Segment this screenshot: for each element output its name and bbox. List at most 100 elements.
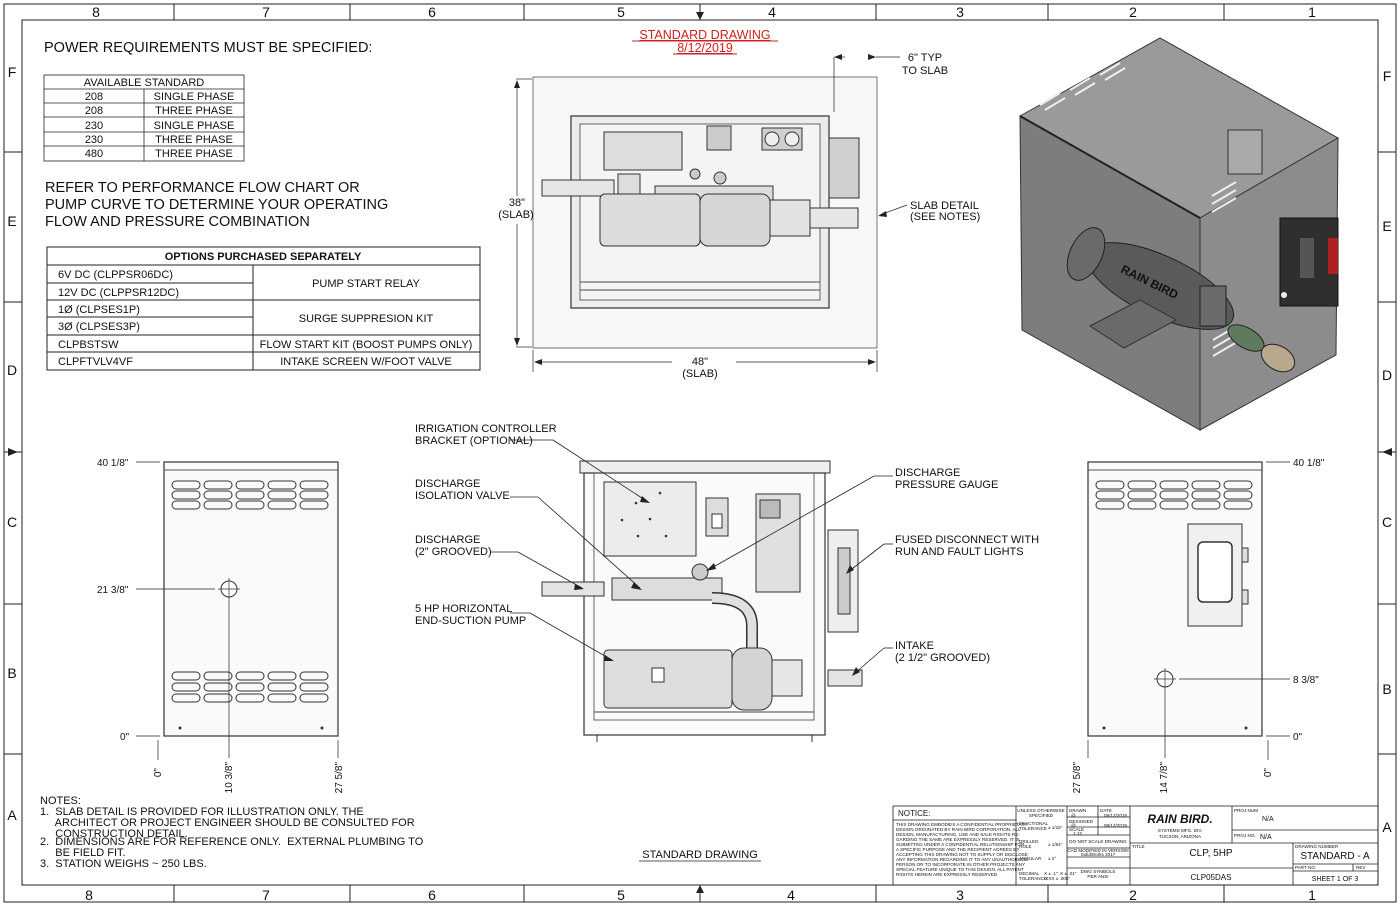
- drawn-date: 08/12/2019: [1104, 813, 1127, 818]
- refer-text: REFER TO PERFORMANCE FLOW CHART OR PUMP …: [45, 180, 388, 230]
- proj-num-value: N/A: [1262, 816, 1274, 823]
- stamp-date: 8/12/2019: [677, 41, 733, 55]
- power-phase: THREE PHASE: [155, 105, 233, 117]
- option-code: CLPBSTSW: [58, 339, 119, 351]
- designed-by: @: [1071, 823, 1076, 828]
- note-line: BE FIELD FIT.: [40, 847, 126, 859]
- power-voltage: 230: [85, 134, 103, 146]
- zone-col: 2: [1129, 4, 1137, 20]
- tol-fractional: FRACTIONAL: [1019, 821, 1049, 826]
- zone-col: 1: [1308, 887, 1316, 903]
- callout-irrigation: BRACKET (OPTIONAL): [415, 435, 533, 447]
- callout-discharge-grooved: DISCHARGE: [415, 534, 480, 546]
- drawing-title: CLP, 5HP: [1189, 848, 1233, 859]
- drawing-number: STANDARD - A: [1300, 851, 1370, 862]
- tol-drilled: HOLE: [1019, 844, 1032, 849]
- tol-decimal: DECIMAL: [1019, 871, 1040, 876]
- callout-pump: END-SUCTION PUMP: [415, 615, 526, 627]
- rain-bird-logo: RAIN BIRD.: [1147, 812, 1212, 826]
- zone-col: 2: [1129, 887, 1137, 903]
- right-dim-d2: 14 7/8": [1159, 762, 1170, 794]
- zone-col: 6: [428, 4, 436, 20]
- options-title: OPTIONS PURCHASED SEPARATELY: [165, 251, 362, 263]
- top-view: [532, 76, 878, 349]
- tol-angular: ANGULAR: [1019, 856, 1042, 861]
- callout-fused-disconnect: FUSED DISCONNECT WITH: [895, 534, 1039, 546]
- right-dim-zero-y: 0": [1293, 732, 1303, 743]
- notice-line: GARDING THE SAME ARE EXPRESSLY RESERVED.…: [896, 837, 1019, 842]
- zone-labels: 8 7 6 5 4 3 2 1 8 7 6 5 4 3 2 1 F E D C …: [7, 4, 1392, 903]
- rev-label: REV: [1356, 865, 1366, 870]
- standard-drawing-footer: STANDARD DRAWING: [642, 849, 758, 861]
- dwg-symbols: PER ANSI: [1087, 874, 1108, 879]
- zone-row: F: [1383, 68, 1392, 84]
- zone-row: C: [1382, 514, 1392, 530]
- notes-title: NOTES:: [40, 795, 81, 807]
- option-desc: INTAKE SCREEN W/FOOT VALVE: [280, 356, 452, 368]
- right-elevation-dims: [1087, 461, 1290, 760]
- zone-row: A: [7, 807, 17, 823]
- notice-title: NOTICE:: [898, 809, 930, 818]
- left-elevation: [163, 461, 339, 737]
- tol-fractional-val: ± 1/16": [1048, 825, 1063, 830]
- zone-col: 5: [617, 4, 625, 20]
- callout-discharge-valve: ISOLATION VALVE: [415, 490, 510, 502]
- sheet-number: SHEET 1 OF 3: [1312, 876, 1359, 883]
- front-callout-arrowheads: [574, 496, 860, 676]
- zone-col: 4: [768, 4, 776, 20]
- power-phase: SINGLE PHASE: [154, 91, 235, 103]
- top-view-dims: [516, 56, 908, 372]
- zone-col: 4: [787, 887, 795, 903]
- dim-width-unit: (SLAB): [682, 368, 717, 380]
- option-desc: FLOW START KIT (BOOST PUMPS ONLY): [260, 339, 473, 351]
- power-phase: SINGLE PHASE: [154, 120, 235, 132]
- notice-line: RIGHTS HEREIN ARE EXPRESSLY RESERVED.: [896, 872, 998, 877]
- company-line: SYSTEMS MFG. DIV.: [1158, 828, 1203, 833]
- dim-typ: 6" TYP: [908, 52, 942, 64]
- option-code: 12V DC (CLPPSR12DC): [58, 287, 179, 299]
- zone-row: F: [8, 64, 17, 80]
- front-callout-labels: IRRIGATION CONTROLLER BRACKET (OPTIONAL)…: [415, 423, 1039, 664]
- zone-row: C: [7, 514, 17, 530]
- cad-version: CAD MODIFIED IN VERSION: [1067, 848, 1128, 853]
- left-dim-width: 40 1/8": [97, 458, 129, 469]
- power-voltage: 208: [85, 105, 103, 117]
- callout-pressure-gauge: PRESSURE GAUGE: [895, 479, 998, 491]
- tol-angular-val: ± 2°: [1048, 856, 1056, 861]
- callout-fused-disconnect: RUN AND FAULT LIGHTS: [895, 546, 1024, 558]
- options-table: OPTIONS PURCHASED SEPARATELY 6V DC (CLPP…: [46, 246, 481, 371]
- notice-line: SUBMITTED UNDER A CONFIDENTIAL RELATIONS…: [896, 842, 1025, 847]
- front-elevation: [541, 460, 863, 742]
- dim-width: 48": [692, 356, 708, 368]
- notice-line: THIS DRAWING EMBODIES A CONFIDENTIAL PRO…: [896, 822, 1028, 827]
- power-voltage: 230: [85, 120, 103, 132]
- unless-spec: SPECIFIED: [1029, 813, 1054, 818]
- proj-no-label: PROJ NO.: [1234, 833, 1256, 838]
- zone-row: A: [1382, 819, 1392, 835]
- zone-row: B: [1382, 681, 1391, 697]
- notice-line: A SPECIFIC PURPOSE AND THE RECIPIENT AGR…: [896, 847, 1019, 852]
- title-label: TITLE: [1132, 844, 1145, 849]
- left-dim-height: 21 3/8": [97, 585, 129, 596]
- right-dim-height: 8 3/8": [1293, 675, 1319, 686]
- notice-line: SPECIAL FEATURE UNIQUE TO THIS DESIGN. A…: [896, 867, 1024, 872]
- front-callout-leaders: [490, 439, 893, 675]
- callout-discharge-grooved: (2" GROOVED): [415, 546, 492, 558]
- zone-row: E: [7, 213, 16, 229]
- zone-col: 7: [262, 887, 270, 903]
- stamp-title: STANDARD DRAWING: [639, 28, 770, 42]
- tol-decimal: TOLERANCE: [1019, 876, 1047, 881]
- zone-row: D: [1382, 367, 1392, 383]
- left-dim-zero-x: 0": [153, 768, 164, 778]
- zone-col: 3: [956, 887, 964, 903]
- notice-line: ACCEPTING THIS DRAWING NOT TO SUPPLY OR …: [896, 852, 1028, 857]
- option-code: CLPFTVLV4VF: [58, 356, 133, 368]
- top-view-arrows: [514, 54, 887, 365]
- part-no-label: PART NO.: [1295, 865, 1316, 870]
- left-dim-zero-y: 0": [120, 732, 130, 743]
- zone-row: D: [7, 362, 17, 378]
- see-notes-label: (SEE NOTES): [910, 211, 980, 223]
- dim-height-unit: (SLAB): [498, 209, 533, 221]
- option-code: 6V DC (CLPPSR06DC): [58, 269, 173, 281]
